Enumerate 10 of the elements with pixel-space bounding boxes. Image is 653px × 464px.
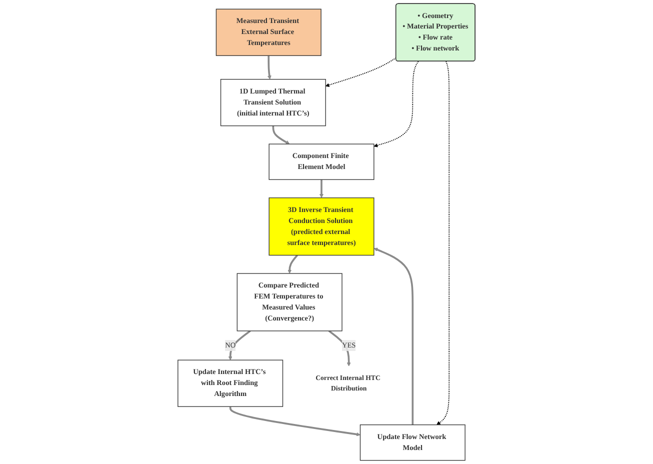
arrow: [374, 60, 419, 148]
arrow: [320, 180, 324, 198]
arrow: [325, 57, 396, 87]
arrow: [272, 126, 290, 144]
arrow: [288, 254, 298, 274]
arrow: [267, 56, 272, 80]
arrow: [228, 330, 251, 360]
arrow: [229, 406, 360, 436]
arrow: [374, 248, 414, 425]
arrow: [436, 60, 450, 425]
